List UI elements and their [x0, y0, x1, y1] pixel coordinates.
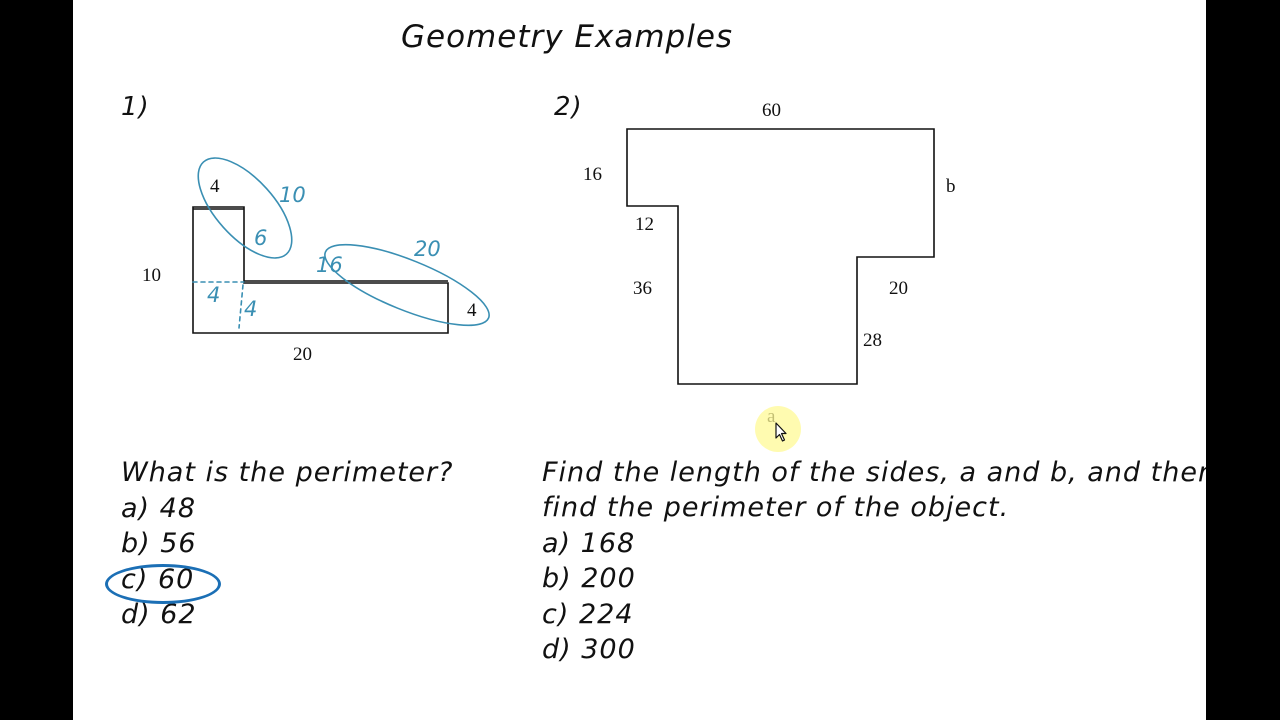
label-b: b [946, 176, 956, 197]
label-notch: 12 [635, 214, 654, 235]
problem-2-option-c[interactable]: c) 224 [542, 599, 634, 630]
problem-1-figure: 4 10 20 4 10 6 16 20 4 4 [142, 157, 490, 365]
label-bottom: 20 [293, 344, 312, 365]
problem-2-question-line-1: Find the length of the sides, a and b, a… [542, 457, 1206, 488]
annotation-text: 10 [279, 183, 306, 207]
label-left: 10 [142, 265, 161, 286]
annotation-text: 6 [254, 226, 267, 250]
label-top: 60 [762, 100, 781, 121]
label-right: 4 [467, 300, 477, 321]
arrow-cursor-icon [775, 422, 787, 442]
dashed-split-line [238, 284, 244, 329]
label-top: 4 [210, 176, 220, 197]
problem-1-number: 1) [121, 92, 150, 122]
problem-1-option-a[interactable]: a) 48 [121, 493, 197, 524]
label-right-step: 20 [889, 278, 908, 299]
annotation-text: 4 [207, 283, 220, 307]
problem-1-question: What is the perimeter? [121, 457, 454, 488]
problem-2-question-line-2: find the perimeter of the object. [542, 492, 1010, 523]
cursor-highlight [755, 406, 801, 452]
problem-1-option-b[interactable]: b) 56 [121, 528, 197, 559]
annotation-text: 4 [244, 297, 257, 321]
slide-page: Geometry Examples 1) 4 10 20 4 10 6 16 2… [73, 0, 1206, 720]
label-right-lower: 28 [863, 330, 882, 351]
problem-2-figure: 60 b 16 12 36 20 28 a [583, 100, 956, 427]
label-left-upper: 16 [583, 164, 602, 185]
problem-2-option-d[interactable]: d) 300 [542, 634, 636, 665]
problem-2-number: 2) [554, 92, 583, 122]
l-shape-outline [192, 206, 449, 334]
annotation-circle [324, 243, 490, 327]
annotation-circle [197, 157, 293, 259]
problem-2-option-b[interactable]: b) 200 [542, 563, 636, 594]
annotation-text: 16 [316, 253, 343, 277]
label-left-lower: 36 [633, 278, 652, 299]
problem-2-option-a[interactable]: a) 168 [542, 528, 636, 559]
annotation-text: 20 [414, 237, 441, 261]
problem-1-option-d[interactable]: d) 62 [121, 599, 197, 630]
t-shape-outline [626, 128, 935, 385]
selected-answer-circle [105, 564, 221, 604]
page-title: Geometry Examples [401, 19, 734, 55]
